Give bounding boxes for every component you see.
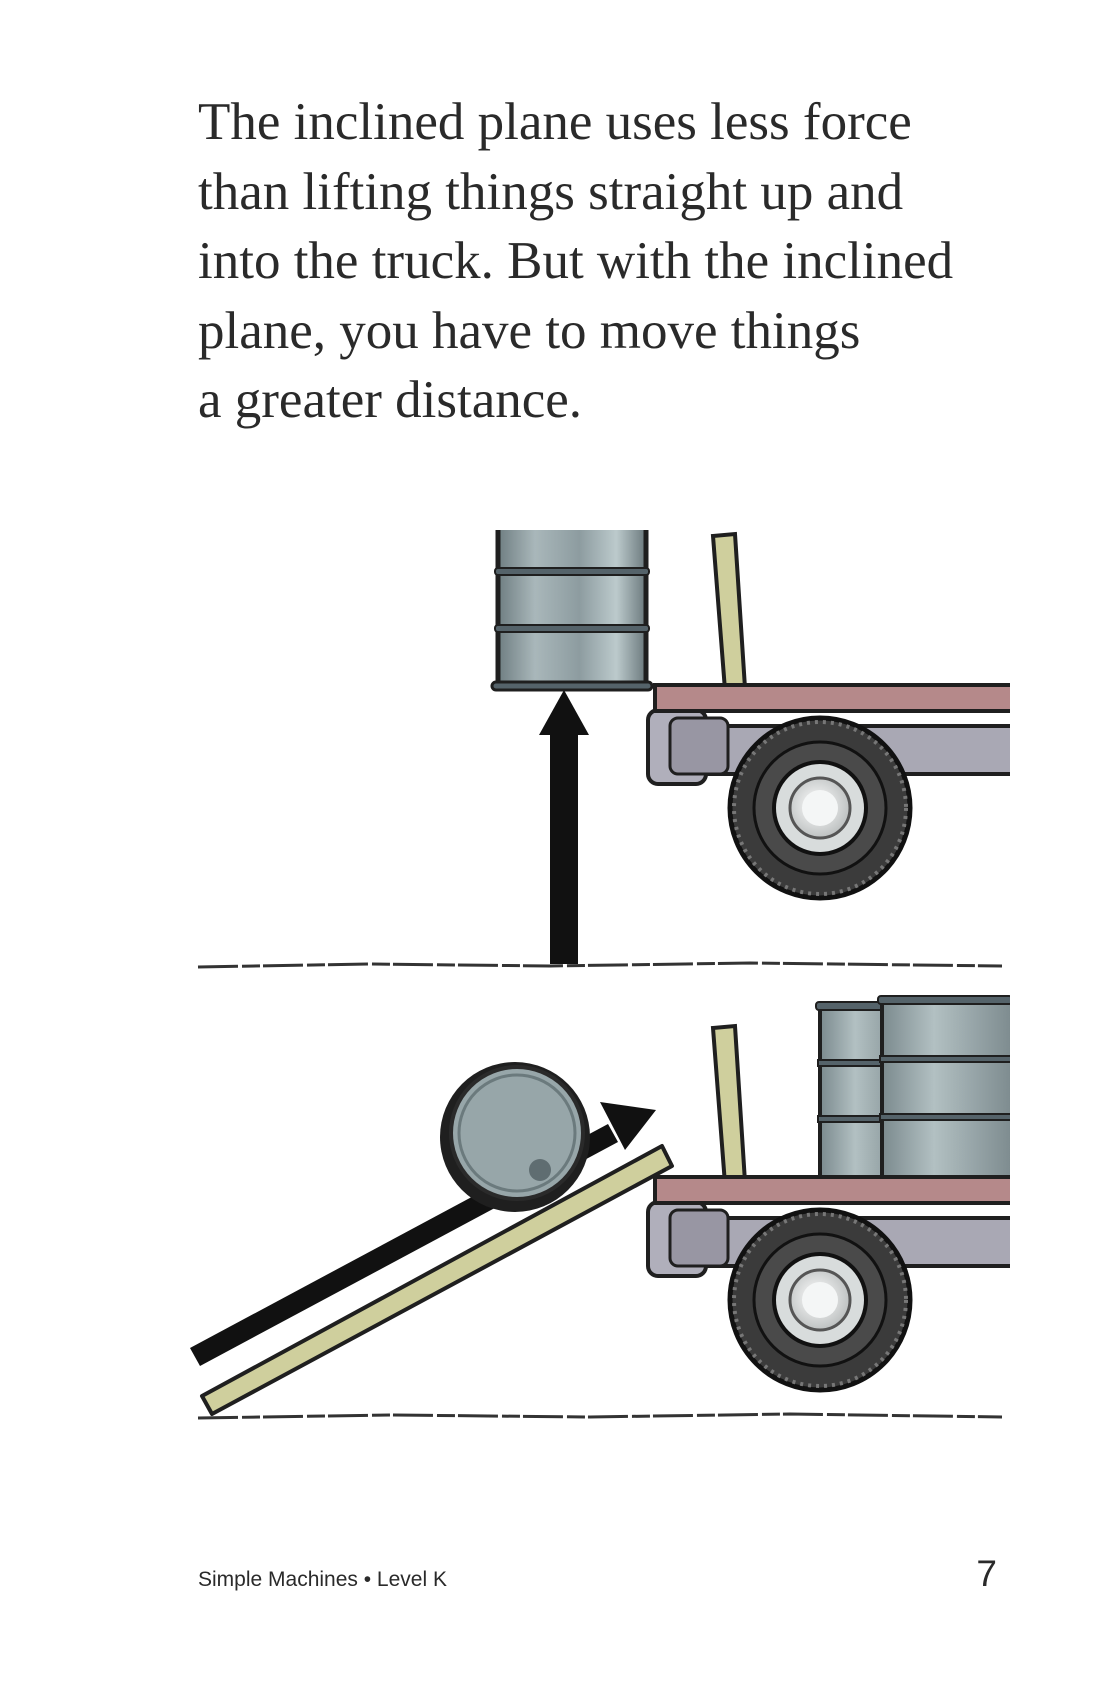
body-line-1: The inclined plane uses less force [198, 93, 912, 151]
footer-book-title: Simple Machines • Level K [198, 1568, 447, 1591]
drum-rolling [440, 1062, 590, 1212]
page-number: 7 [976, 1553, 997, 1594]
ramp-scene [190, 995, 1010, 1420]
ramp-plank [200, 1144, 674, 1416]
ground-line-bottom [197, 1412, 1003, 1420]
inclined-plane-illustration [190, 530, 1010, 1420]
drums-on-truck [815, 995, 1010, 1188]
truck-bottom [646, 995, 1010, 1393]
lift-scene [197, 530, 1010, 969]
truck-top [646, 531, 1010, 901]
up-arrow-icon [539, 690, 589, 964]
body-line-5: a greater distance. [198, 371, 583, 429]
body-line-2: than lifting things straight up and [198, 162, 904, 221]
body-paragraph: The inclined plane uses less force than … [198, 88, 1018, 436]
drum-lifted [490, 530, 654, 692]
ground-line-top [197, 961, 1003, 969]
body-line-3: into the truck. But with the inclined [198, 232, 954, 290]
body-line-4: plane, you have to move things [198, 301, 861, 360]
